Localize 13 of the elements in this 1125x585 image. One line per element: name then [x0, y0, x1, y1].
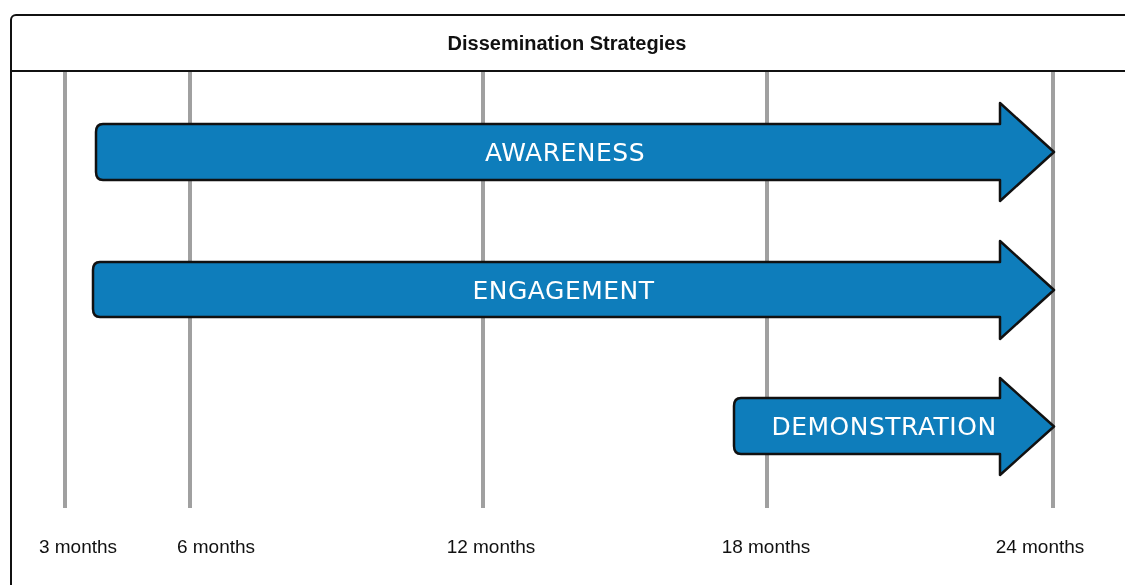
arrow-label: ENGAGEMENT	[472, 275, 655, 304]
panel-heading: Dissemination Strategies	[447, 31, 687, 55]
time-label: 18 months	[721, 536, 811, 558]
frame-panel	[10, 14, 1125, 585]
time-label: 3 months	[38, 536, 118, 558]
arrow-label: AWARENESS	[484, 137, 646, 167]
time-label: 24 months	[995, 536, 1085, 558]
timeline-bar	[733, 375, 1054, 478]
arrow-label: DEMONSTRATION	[771, 411, 997, 441]
time-label: 12 months	[446, 536, 536, 558]
timeline-bar	[95, 100, 1054, 204]
time-label: 6 months	[176, 536, 256, 558]
timeline-bar	[92, 238, 1054, 342]
